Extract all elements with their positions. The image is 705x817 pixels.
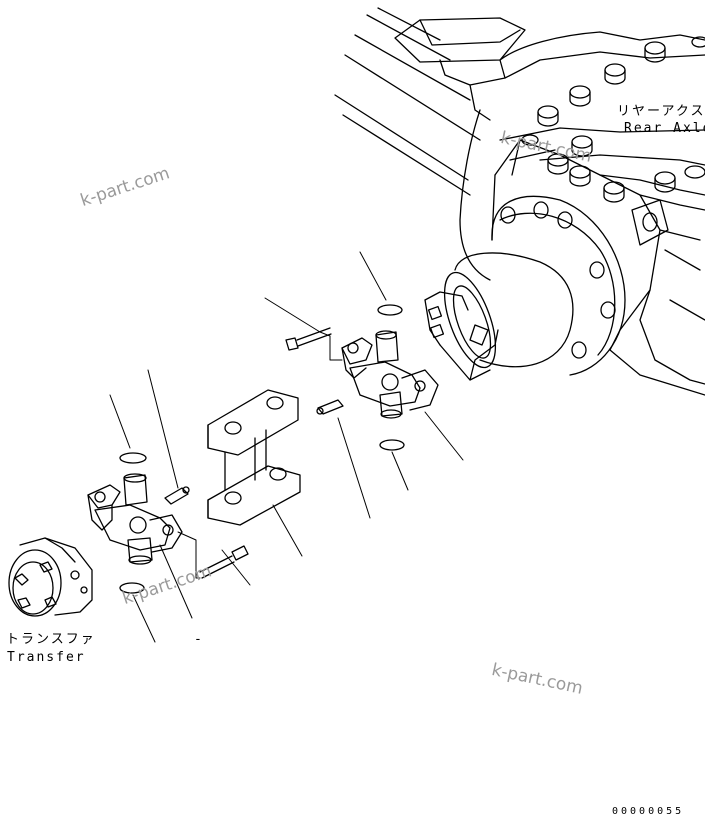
snap-ring-icon	[377, 304, 403, 316]
transfer-output-flange	[8, 537, 93, 617]
snap-ring-icon	[379, 439, 405, 451]
snap-ring-icon	[119, 582, 145, 594]
upper-grease-fitting-icon	[316, 399, 344, 415]
upper-universal-joint	[341, 330, 439, 419]
drawing-number: 00000055	[612, 806, 685, 817]
center-support-bracket	[207, 389, 301, 526]
snap-ring-icon	[119, 452, 147, 464]
flange-bolt-icon	[521, 36, 705, 203]
carrier-bolt-icon	[500, 201, 616, 359]
lower-bolt-icon	[199, 545, 249, 579]
part-dash-label: -	[194, 632, 204, 647]
rear-axle-label-en: Rear Axle	[624, 121, 705, 136]
transfer-label-en: Transfer	[7, 650, 86, 665]
rear-axle-housing	[334, 7, 705, 396]
upper-bolt-icon	[285, 327, 332, 351]
lower-grease-fitting-icon	[164, 486, 190, 505]
leader-lines	[109, 251, 464, 643]
lower-universal-joint	[87, 473, 183, 565]
transfer-label-jp: トランスファ	[6, 632, 96, 647]
rear-axle-label-jp: リヤーアクスル	[617, 104, 705, 119]
